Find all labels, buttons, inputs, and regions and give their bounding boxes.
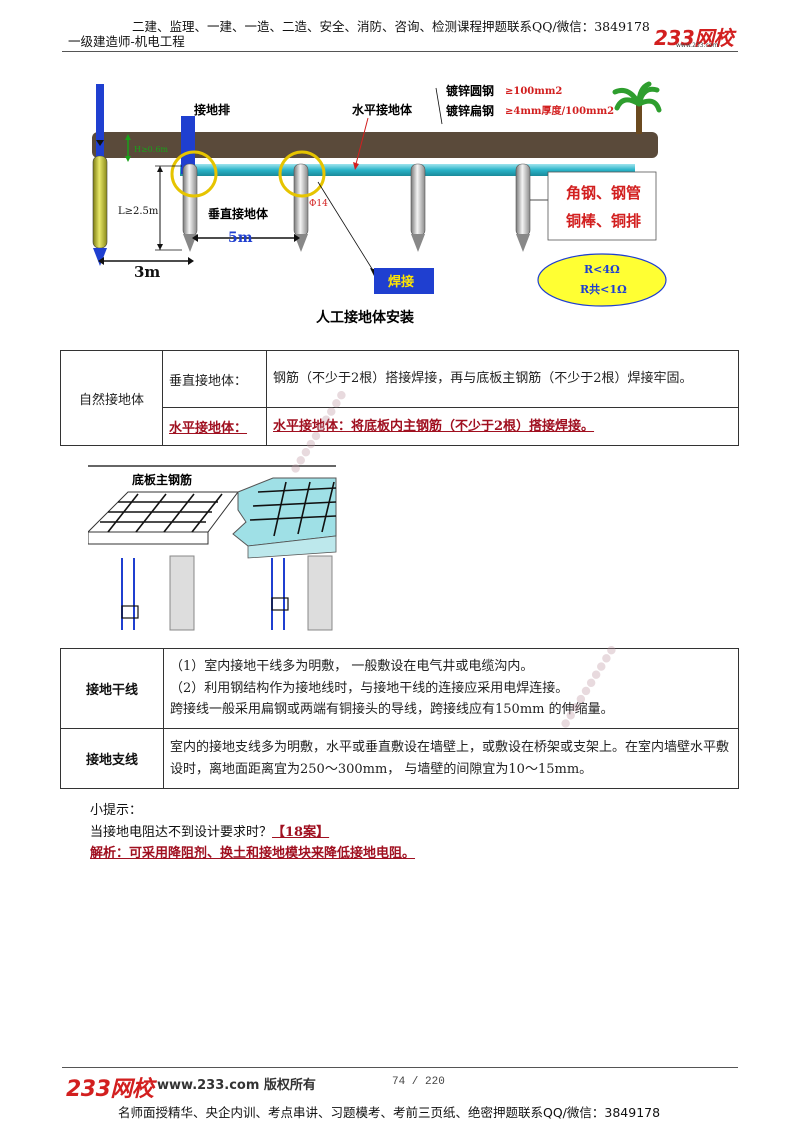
branch-line-text: 室内的接地支线多为明敷，水平或垂直敷设在墙壁上，或敷设在桥架或支架上。在室内墙壁… <box>163 728 739 789</box>
brand-logo-url: www.233.com <box>676 42 719 49</box>
spacing-3m-label: 3m <box>134 263 160 281</box>
galv-flat-label: 镀锌扁钢 <box>446 103 494 118</box>
depth-label: H≥0.6m <box>134 145 168 154</box>
ground-surface <box>92 132 658 158</box>
resistance-ellipse <box>537 253 667 307</box>
grounding-bar-label: 接地排 <box>194 102 230 117</box>
lightning-down-conductor <box>96 84 104 184</box>
weld-label: 焊接 <box>388 274 414 290</box>
horizontal-conductor-label: 水平接地体 <box>352 102 413 117</box>
grounding-installation-svg: H≥0.6m L≥2.5m 5m 3m 接地排 水平接地体 镀锌圆钢 ≥100m… <box>92 81 667 326</box>
grounding-lines-table: 接地干线 （1）室内接地干线多为明敷， 一般敷设在电气井或电缆沟内。 （2）利用… <box>60 648 739 789</box>
yellow-ground-rod <box>92 155 108 249</box>
vertical-grounding-text: 钢筋（不少于2根）搭接焊接，再与底板主钢筋（不少于2根）焊接牢固。 <box>266 350 739 408</box>
base-slab-rebar-diagram: 底板主钢筋 <box>86 462 340 632</box>
header-subject: 一级建造师-机电工程 <box>68 34 185 49</box>
weld-circle-2 <box>278 150 326 198</box>
materials-line2: 铜棒、铜排 <box>566 212 641 230</box>
natural-grounding-category: 自然接地体 <box>60 350 163 446</box>
branch-line-label: 接地支线 <box>60 728 164 789</box>
vertical-conductor-label: 垂直接地体 <box>208 206 269 221</box>
header-divider <box>62 51 738 52</box>
vertical-rods <box>182 163 531 252</box>
tips-exam-tag: 【18案】 <box>272 824 330 840</box>
trunk-line-item-3: 跨接线一般采用扁钢或两端有铜接头的导线，跨接线应有150mm 的伸缩量。 <box>170 702 614 718</box>
rebar-label: 底板主钢筋 <box>132 472 192 487</box>
weld-circle-1 <box>170 150 218 198</box>
trunk-line-label: 接地干线 <box>60 648 164 729</box>
footer-slogan: 名师面授精华、央企内训、考点串讲、习题模考、考前三页纸、绝密押题联系QQ/微信：… <box>118 1105 661 1120</box>
footer-copyright: www.233.com 版权所有 <box>157 1078 316 1093</box>
tips-heading: 小提示： <box>90 803 143 818</box>
length-label: L≥2.5m <box>118 206 159 217</box>
tips-answer: 解析：可采用降阻剂、换土和接地模块来降低接地电阻。 <box>90 846 416 861</box>
galv-flat-spec: ≥4mm厚度/100mm2 <box>505 104 614 117</box>
vertical-grounding-label: 垂直接地体： <box>162 350 267 408</box>
grounding-bar <box>181 116 195 174</box>
brand-logo: 233网校 www.233.com <box>654 22 734 51</box>
diagram-caption: 人工接地体安装 <box>316 309 415 326</box>
tips-question-line: 当接地电阻达不到设计要求时？【18案】 <box>90 822 415 844</box>
base-slab-rebar-svg: 底板主钢筋 <box>86 465 337 631</box>
page-number: 74 / 220 <box>392 1076 445 1088</box>
natural-grounding-table: 自然接地体 垂直接地体： 钢筋（不少于2根）搭接焊接，再与底板主钢筋（不少于2根… <box>60 350 739 446</box>
weld-box <box>374 268 434 294</box>
galv-round-spec: ≥100mm2 <box>505 86 562 97</box>
horizontal-grounding-text: 水平接地体：将底板内主钢筋（不少于2根）搭接焊接。 <box>266 407 739 446</box>
resistance-label-2: R共<1Ω <box>580 282 627 296</box>
resistance-label-1: R<4Ω <box>584 263 620 276</box>
palm-tree-icon <box>612 81 662 134</box>
tips-section: 小提示： 当接地电阻达不到设计要求时？【18案】 解析：可采用降阻剂、换土和接地… <box>90 800 415 865</box>
trunk-line-text: （1）室内接地干线多为明敷， 一般敷设在电气井或电缆沟内。 （2）利用钢结构作为… <box>163 648 739 729</box>
brand-logo-text: 233网校 <box>654 26 734 50</box>
galv-round-label: 镀锌圆钢 <box>446 83 494 98</box>
materials-box <box>547 171 657 241</box>
spacing-5m-label: 5m <box>228 230 253 246</box>
horizontal-grounding-label: 水平接地体： <box>162 407 267 446</box>
diameter-label: Φ14 <box>309 199 328 209</box>
materials-line1: 角钢、钢管 <box>566 184 641 202</box>
trunk-line-item-1: （1）室内接地干线多为明敷， 一般敷设在电气井或电缆沟内。 <box>170 659 534 675</box>
tips-question: 当接地电阻达不到设计要求时？ <box>90 824 273 840</box>
footer-logo: 233网校 <box>66 1077 154 1102</box>
grounding-installation-diagram: H≥0.6m L≥2.5m 5m 3m 接地排 水平接地体 镀锌圆钢 ≥100m… <box>0 60 800 350</box>
trunk-line-item-2: （2）利用钢结构作为接地线时，与接地干线的连接应采用电焊连接。 <box>170 680 569 696</box>
footer-divider <box>62 1067 738 1068</box>
header-promo: 二建、监理、一建、一造、二造、安全、消防、咨询、检测课程押题联系QQ/微信：38… <box>132 19 650 34</box>
